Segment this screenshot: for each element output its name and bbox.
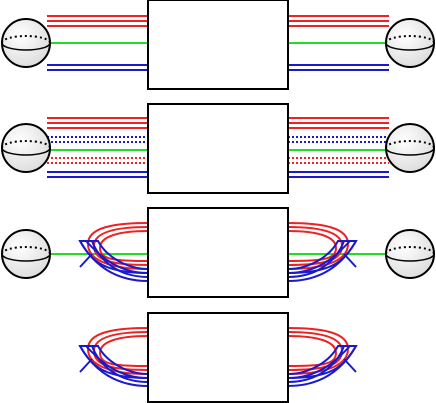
left-sphere	[1, 123, 51, 173]
left-sphere	[1, 18, 51, 68]
strands-left	[47, 117, 148, 178]
right-sphere	[385, 123, 435, 173]
crossing-strands-left	[78, 327, 149, 387]
panel-3	[1, 207, 435, 298]
right-sphere	[385, 18, 435, 68]
strands-left	[47, 15, 148, 71]
center-box	[147, 103, 289, 194]
strands-right	[288, 15, 389, 71]
strands-right	[288, 117, 389, 178]
crossing-strands-left	[78, 222, 149, 282]
panel-1	[1, 0, 435, 90]
center-box	[147, 312, 289, 403]
right-sphere	[385, 229, 435, 279]
center-box	[147, 207, 289, 298]
panel-4	[78, 312, 358, 403]
panel-2	[1, 103, 435, 194]
left-sphere	[1, 229, 51, 279]
crossing-strands-right	[287, 222, 358, 282]
crossing-strands-right	[287, 327, 358, 387]
center-box	[147, 0, 289, 90]
